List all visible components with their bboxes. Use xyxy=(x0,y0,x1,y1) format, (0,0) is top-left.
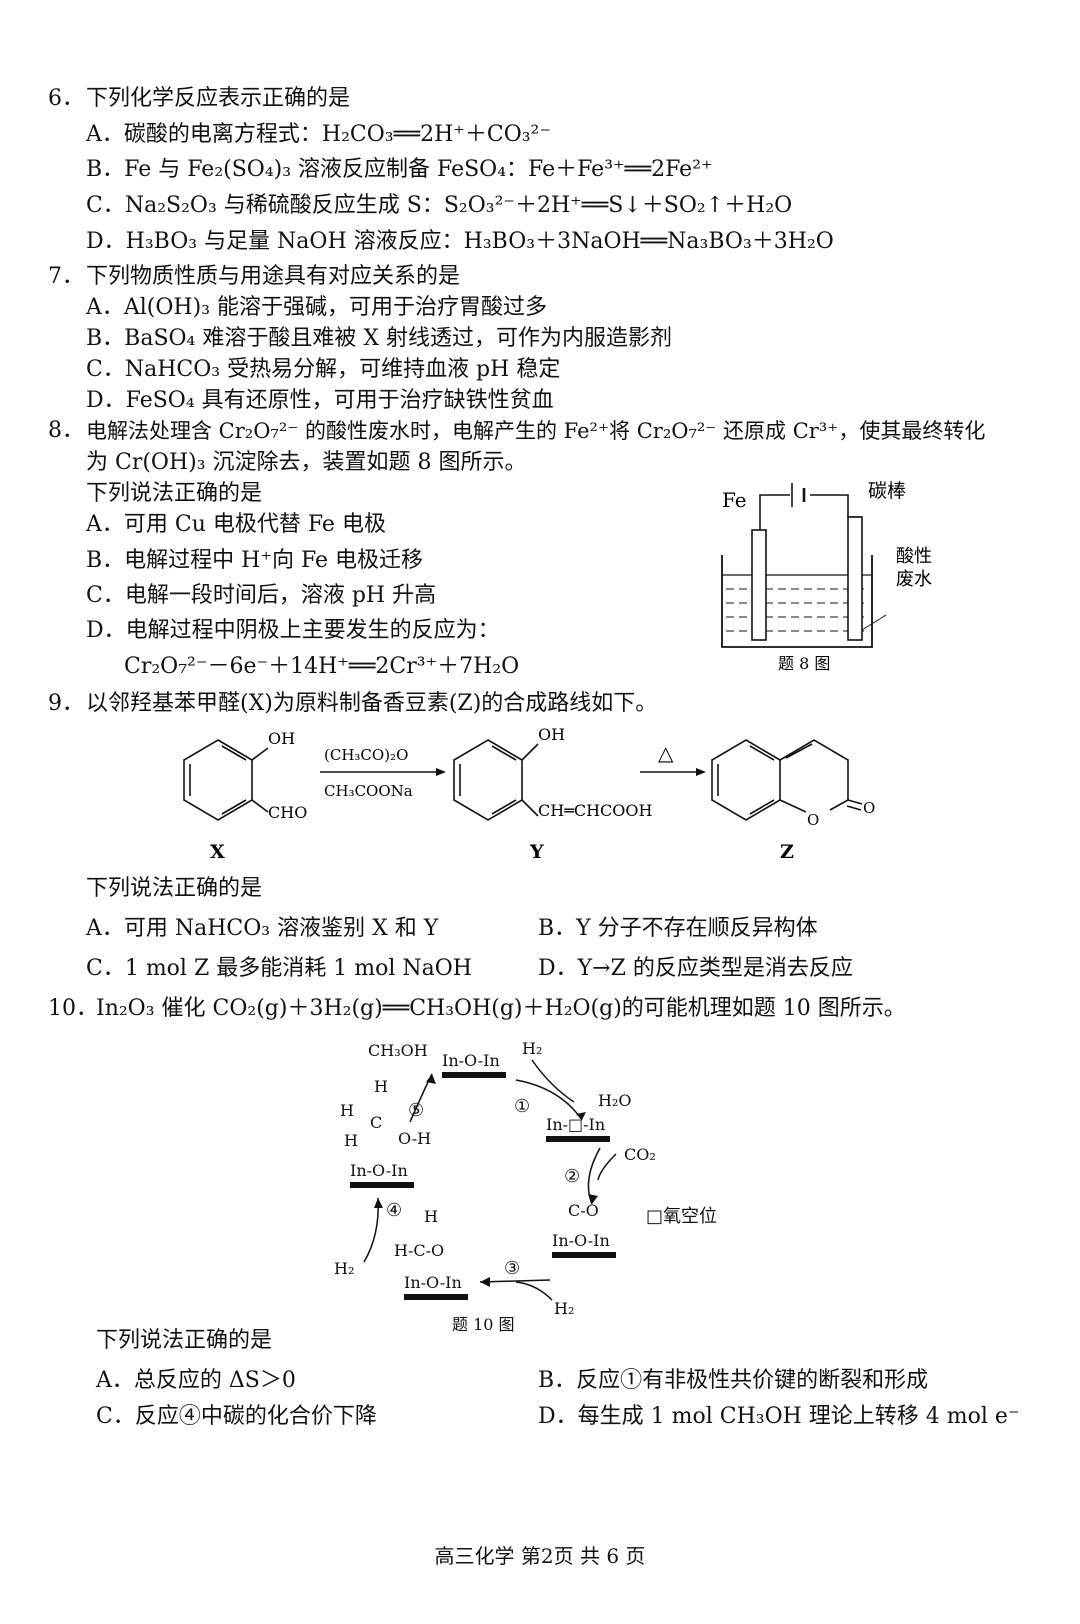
q9-reagent-2: CH₃COONa xyxy=(324,782,413,800)
q7-option-a: A．Al(OH)₃ 能溶于强碱，可用于治疗胃酸过多 xyxy=(86,295,548,320)
q10-fig-hco-catalyst: In-O-In xyxy=(404,1273,462,1292)
q8-fig-solution-label-2: 废水 xyxy=(896,569,932,590)
q10-fig-h2-bottom: H₂ xyxy=(554,1299,574,1318)
q10-question: 下列说法正确的是 xyxy=(96,1328,273,1353)
q10-fig-legend-vacancy: □氧空位 xyxy=(646,1206,717,1227)
q10-fig-step-1: ① xyxy=(514,1096,530,1117)
q10-fig-m5-catalyst: In-O-In xyxy=(350,1161,408,1180)
q6-option-a: A．碳酸的电离方程式：H₂CO₃══2H⁺＋CO₃²⁻ xyxy=(86,122,551,147)
q8-option-a: A．可用 Cu 电极代替 Fe 电极 xyxy=(86,512,386,537)
q10-option-d: D．每生成 1 mol CH₃OH 理论上转移 4 mol e⁻ xyxy=(538,1404,1020,1429)
q10-fig-step-5: ⑤ xyxy=(408,1100,424,1121)
q8-stem-line1: 电解法处理含 Cr₂O₇²⁻ 的酸性废水时，电解产生的 Fe²⁺将 Cr₂O₇²… xyxy=(86,419,986,443)
q9-question: 下列说法正确的是 xyxy=(86,876,263,901)
q10-fig-top-catalyst: In-O-In xyxy=(442,1051,500,1070)
q9-reagent-1: (CH₃CO)₂O xyxy=(324,746,408,764)
q8-figure-electrolysis-cell: Fe 碳棒 酸性 废水 题 8 图 xyxy=(721,480,932,673)
q9-stem: 以邻羟基苯甲醛(X)为原料制备香豆素(Z)的合成路线如下。 xyxy=(86,691,658,716)
q8-question: 下列说法正确的是 xyxy=(86,481,263,506)
q10-fig-ch3oh: CH₃OH xyxy=(368,1041,428,1060)
q9-z-ring-oxygen: O xyxy=(807,811,819,829)
q6-option-b: B．Fe 与 Fe₂(SO₄)₃ 溶液反应制备 FeSO₄：Fe＋Fe³⁺══2… xyxy=(86,157,713,182)
q9-y-oh: OH xyxy=(538,725,565,744)
q10-fig-vacancy-catalyst: In-□-In xyxy=(546,1115,605,1134)
q9-x-oh: OH xyxy=(268,729,295,748)
q10-fig-hco-mid: H-C-O xyxy=(394,1241,444,1260)
q8-option-b: B．电解过程中 H⁺向 Fe 电极迁移 xyxy=(86,548,424,573)
q10-fig-h2-top: H₂ xyxy=(522,1039,542,1058)
q10-fig-h2o: H₂O xyxy=(598,1091,631,1110)
q10-option-c: C．反应④中碳的化合价下降 xyxy=(96,1404,377,1429)
q10-fig-h2-left: H₂ xyxy=(334,1259,354,1278)
page-footer: 高三化学 第2页 共 6 页 xyxy=(434,1544,646,1568)
q6-stem: 下列化学反应表示正确的是 xyxy=(86,86,351,111)
q9-y-chain: CH═CHCOOH xyxy=(538,801,653,820)
q9-label-z: Z xyxy=(780,841,794,863)
q10-fig-step-3: ③ xyxy=(504,1258,520,1279)
q8-option-d: D．电解过程中阴极上主要发生的反应为： xyxy=(86,618,500,643)
q10-stem: In₂O₃ 催化 CO₂(g)＋3H₂(g)══CH₃OH(g)＋H₂O(g)的… xyxy=(96,996,906,1021)
q9-x-cho: CHO xyxy=(268,803,307,822)
q10-fig-step-2: ② xyxy=(564,1166,580,1187)
q10-fig-co2: CO₂ xyxy=(624,1145,656,1164)
q10-fig-hco-h: H xyxy=(424,1207,438,1226)
q9-synthesis-scheme: OH CHO (CH₃CO)₂O CH₃COONa OH CH═CHCOOH △ xyxy=(183,725,875,863)
q10-fig-co-top: C-O xyxy=(568,1201,599,1220)
q9-option-c: C．1 mol Z 最多能消耗 1 mol NaOH xyxy=(86,956,472,981)
q10-option-a: A．总反应的 ΔS＞0 xyxy=(96,1368,296,1393)
q7-option-d: D．FeSO₄ 具有还原性，可用于治疗缺铁性贫血 xyxy=(86,388,554,413)
q10-fig-m5-h1: H xyxy=(374,1077,388,1096)
q10-figure-mechanism: CH₃OH In-O-In H₂ H₂O ① In-□-In CO₂ ② C-O… xyxy=(334,1039,717,1334)
q6-option-c: C．Na₂S₂O₃ 与稀硫酸反应生成 S：S₂O₃²⁻＋2H⁺══S↓＋SO₂↑… xyxy=(86,193,793,218)
q8-option-c: C．电解一段时间后，溶液 pH 升高 xyxy=(86,583,437,608)
q8-stem-line2: 为 Cr(OH)₃ 沉淀除去，装置如题 8 图所示。 xyxy=(86,450,527,475)
q8-fig-carbon-label: 碳棒 xyxy=(868,480,906,502)
q8-number: 8． xyxy=(48,418,84,443)
q10-fig-m5-oh: O-H xyxy=(398,1129,431,1148)
q6-number: 6． xyxy=(48,86,84,111)
q10-option-b: B．反应①有非极性共价键的断裂和形成 xyxy=(538,1368,929,1393)
q9-heat: △ xyxy=(658,741,674,765)
q6-option-d: D．H₃BO₃ 与足量 NaOH 溶液反应：H₃BO₃＋3NaOH══Na₃BO… xyxy=(86,229,834,254)
q9-label-y: Y xyxy=(529,841,544,863)
q10-fig-m5-h2: H xyxy=(340,1101,354,1120)
q9-number: 9． xyxy=(48,691,84,716)
q9-label-x: X xyxy=(210,841,225,863)
q8-fig-solution-label-1: 酸性 xyxy=(896,546,932,567)
q8-option-d-equation: Cr₂O₇²⁻－6e⁻＋14H⁺══2Cr³⁺＋7H₂O xyxy=(124,654,520,679)
q10-fig-caption: 题 10 图 xyxy=(452,1315,515,1334)
q10-fig-m5-c: C xyxy=(370,1113,382,1132)
q8-fig-fe-label: Fe xyxy=(722,488,747,512)
q9-option-a: A．可用 NaHCO₃ 溶液鉴别 X 和 Y xyxy=(86,916,439,941)
q10-number: 10． xyxy=(48,996,98,1021)
q9-option-b: B．Y 分子不存在顺反异构体 xyxy=(538,916,818,941)
q10-fig-co-catalyst: In-O-In xyxy=(552,1231,610,1250)
q7-number: 7． xyxy=(48,264,84,289)
q9-z-carbonyl-oxygen: O xyxy=(863,799,875,817)
q10-fig-m5-h3: H xyxy=(344,1131,358,1150)
q10-fig-step-4: ④ xyxy=(386,1200,402,1221)
q7-option-b: B．BaSO₄ 难溶于酸且难被 X 射线透过，可作为内服造影剂 xyxy=(86,326,673,351)
q7-stem: 下列物质性质与用途具有对应关系的是 xyxy=(86,264,461,289)
q8-fig-caption: 题 8 图 xyxy=(778,654,830,673)
q7-option-c: C．NaHCO₃ 受热易分解，可维持血液 pH 稳定 xyxy=(86,357,561,382)
q9-option-d: D．Y→Z 的反应类型是消去反应 xyxy=(538,956,853,981)
